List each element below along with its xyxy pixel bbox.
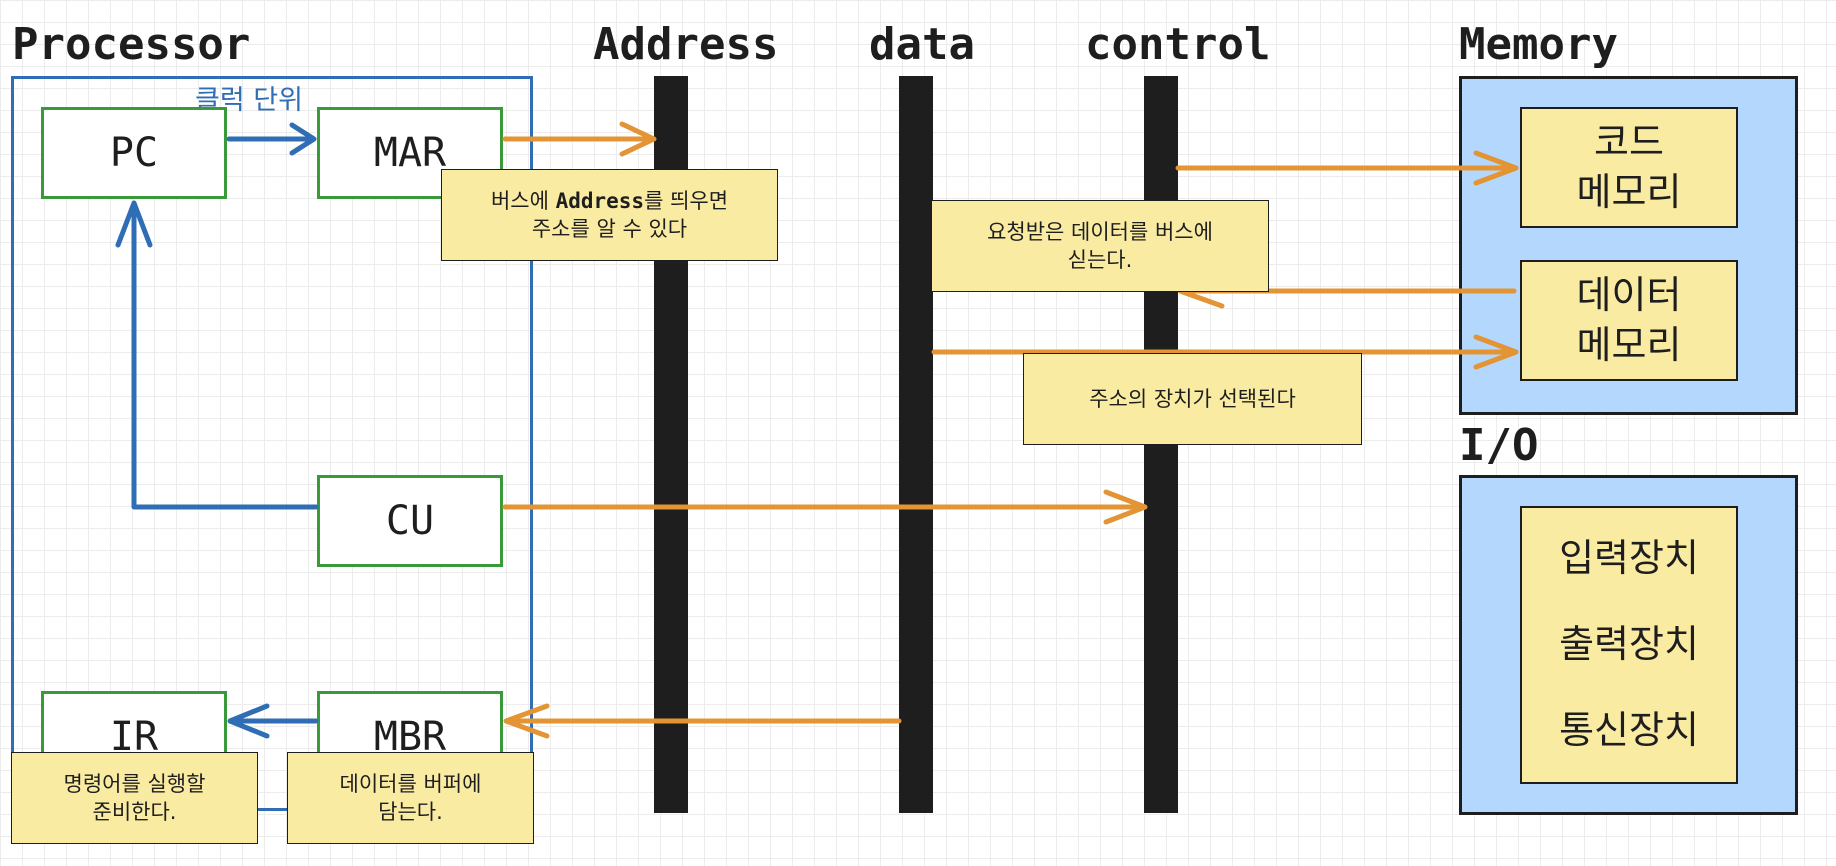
mbr-buffer-note-line1: 데이터를 버퍼에 [339,771,482,796]
address-bus-note-post: 를 띄우면 [644,188,729,213]
ir-prepare-note: 명령어를 실행할 준비한다. [11,752,258,844]
mbr-buffer-note: 데이터를 버퍼에 담는다. [287,752,534,844]
data-request-note-line1: 요청받은 데이터를 버스에 [987,219,1213,244]
pc-register-label: PC [109,130,159,176]
cu-register: CU [317,475,503,567]
data-request-note: 요청받은 데이터를 버스에 싣는다. [931,200,1269,292]
input-device-label: 입력장치 [1559,536,1699,581]
comm-device-label: 통신장치 [1559,708,1699,753]
data-memory-line1: 데이터 [1576,273,1682,318]
code-memory-line2: 메모리 [1576,169,1682,214]
data-memory-line2: 메모리 [1576,322,1682,367]
code-memory-box: 코드 메모리 [1520,107,1738,228]
data-bus-title: data [869,19,975,70]
select-device-note-text: 주소의 장치가 선택된다 [1089,386,1296,411]
io-devices-box: 입력장치 출력장치 통신장치 [1520,506,1738,784]
address-bus-title: Address [593,19,779,70]
select-device-note: 주소의 장치가 선택된다 [1023,353,1362,445]
ir-prepare-note-line2: 준비한다. [92,800,177,824]
address-bus-note: 버스에 Address를 띄우면 주소를 알 수 있다 [441,169,778,261]
io-title: I/O [1459,420,1539,471]
cu-register-label: CU [385,498,435,544]
processor-frame [11,76,533,811]
address-bus-note-line2: 주소를 알 수 있다 [531,217,688,241]
pc-register: PC [41,107,227,199]
processor-title: Processor [12,19,251,70]
address-bus-note-pre: 버스에 [490,188,556,213]
mbr-buffer-note-line2: 담는다. [378,800,443,824]
ir-prepare-note-line1: 명령어를 실행할 [63,771,206,796]
control-bus-title: control [1085,19,1271,70]
mar-register-label: MAR [373,130,447,176]
memory-title: Memory [1459,19,1618,70]
data-memory-box: 데이터 메모리 [1520,260,1738,381]
code-memory-line1: 코드 [1594,120,1664,165]
data-bus-to-mbr-arrow [503,703,902,739]
data-bus [899,76,933,813]
data-request-note-line2: 싣는다. [1067,248,1133,272]
output-device-label: 출력장치 [1559,622,1699,667]
address-bus-note-line1: 버스에 Address를 띄우면 [491,187,728,215]
cu-to-control-bus-arrow [502,489,1148,525]
address-bus-note-bold: Address [555,188,645,213]
